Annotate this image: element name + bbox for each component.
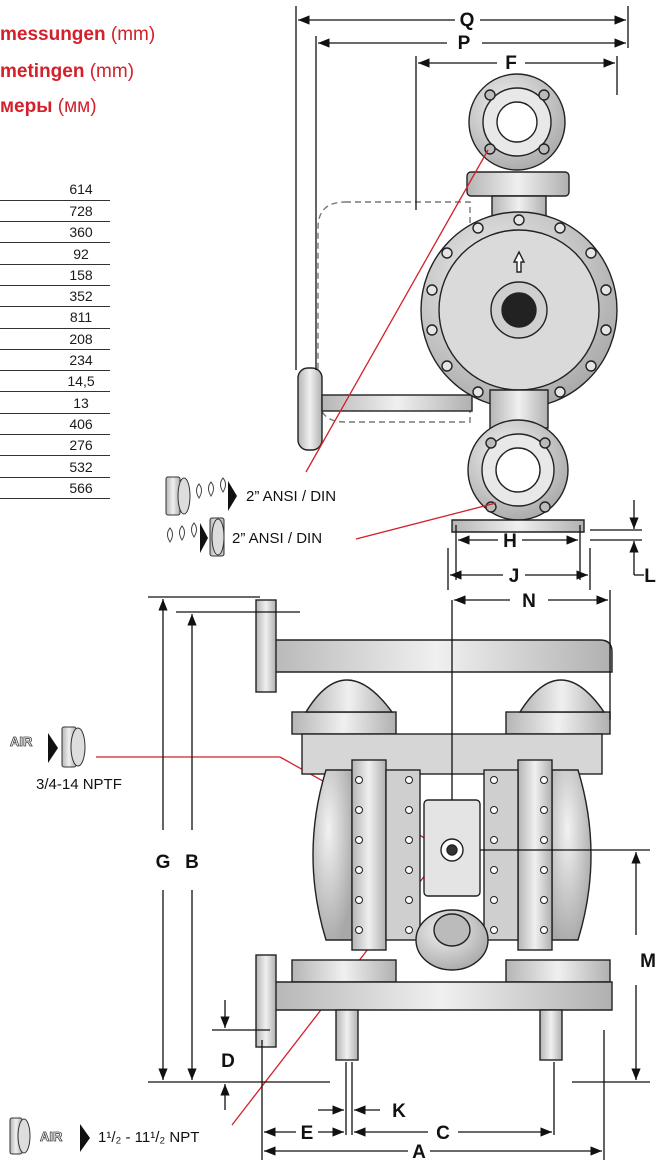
title-german-text: messungen bbox=[0, 24, 106, 45]
dim-label-d: D bbox=[221, 1051, 235, 1072]
side-view bbox=[297, 73, 618, 533]
right-housing bbox=[551, 769, 592, 941]
dim-label-b: B bbox=[185, 852, 199, 873]
title-dutch-text: metingen bbox=[0, 61, 85, 82]
table-row: 360 bbox=[0, 221, 110, 244]
title-german-unit: (mm) bbox=[105, 24, 156, 45]
air-exhaust-label: 1¹/₂ - 11¹/₂ NPT bbox=[98, 1129, 199, 1146]
air-inlet-air-text: AIR bbox=[10, 734, 33, 749]
air-inlet-label: 3/4-14 NPTF bbox=[36, 776, 122, 793]
inlet-port-label: 2” ANSI / DIN bbox=[246, 488, 336, 505]
dim-label-e: E bbox=[301, 1123, 314, 1144]
table-row: 406 bbox=[0, 413, 110, 436]
dimension-value: 208 bbox=[0, 328, 110, 350]
dimension-value: 92 bbox=[0, 242, 110, 265]
dim-label-c: C bbox=[436, 1123, 450, 1144]
title-dutch: metingen (mm) bbox=[0, 61, 134, 83]
table-row: 208 bbox=[0, 328, 110, 350]
dim-label-a: A bbox=[412, 1142, 426, 1162]
air-exhaust-air-text: AIR bbox=[40, 1129, 63, 1144]
dimension-value: 532 bbox=[0, 455, 110, 478]
table-row: 234 bbox=[0, 349, 110, 372]
dim-label-f: F bbox=[505, 53, 517, 74]
title-german: messungen (mm) bbox=[0, 24, 155, 46]
air-exhaust-symbol: AIR bbox=[9, 1117, 90, 1155]
housing-bolts bbox=[426, 214, 612, 398]
front-top-manifold bbox=[261, 639, 613, 673]
dim-label-h: H bbox=[503, 531, 517, 552]
dimension-value: 406 bbox=[0, 413, 110, 436]
dimension-value: 566 bbox=[0, 477, 110, 499]
front-view bbox=[255, 599, 613, 1061]
dimension-value: 158 bbox=[0, 264, 110, 286]
dimension-value: 360 bbox=[0, 221, 110, 244]
dim-label-k: K bbox=[392, 1101, 406, 1122]
left-housing bbox=[312, 769, 353, 941]
dimension-table: 614 728 360 92 158 352 811 208 234 14,5 … bbox=[0, 179, 110, 499]
dimension-value: 811 bbox=[0, 306, 110, 329]
base-feet bbox=[451, 519, 585, 533]
table-row: 92 bbox=[0, 242, 110, 265]
dimension-value: 614 bbox=[0, 179, 110, 201]
table-row: 614 bbox=[0, 179, 110, 201]
table-row: 14,5 bbox=[0, 370, 110, 393]
table-row: 566 bbox=[0, 477, 110, 499]
table-row: 728 bbox=[0, 200, 110, 223]
front-bolts bbox=[355, 776, 548, 934]
dimension-value: 276 bbox=[0, 434, 110, 457]
table-row: 532 bbox=[0, 455, 110, 478]
dim-label-g: G bbox=[156, 852, 171, 873]
dimension-value: 728 bbox=[0, 200, 110, 223]
dim-label-q: Q bbox=[460, 10, 475, 31]
dimension-value: 14,5 bbox=[0, 370, 110, 393]
dim-label-j: J bbox=[509, 566, 520, 587]
title-russian: меры (мм) bbox=[0, 96, 97, 118]
table-row: 276 bbox=[0, 434, 110, 457]
outlet-port-label: 2” ANSI / DIN bbox=[232, 530, 322, 547]
muffler bbox=[297, 367, 323, 451]
side-dimension-lines bbox=[295, 6, 644, 590]
top-manifold bbox=[466, 171, 570, 197]
outlet-port-symbol bbox=[167, 517, 225, 557]
dim-label-m: M bbox=[640, 951, 656, 972]
dimension-value: 13 bbox=[0, 391, 110, 414]
dim-label-l: L bbox=[644, 566, 656, 587]
table-row: 352 bbox=[0, 285, 110, 308]
inlet-port-symbol bbox=[165, 476, 237, 516]
dimension-value: 234 bbox=[0, 349, 110, 372]
muffler-stem bbox=[321, 394, 473, 412]
air-inlet-symbol: AIR bbox=[10, 726, 86, 768]
dim-label-n: N bbox=[522, 591, 536, 612]
title-russian-text: меры bbox=[0, 96, 53, 117]
table-row: 811 bbox=[0, 306, 110, 329]
front-bottom-manifold bbox=[269, 981, 613, 1011]
title-dutch-unit: (mm) bbox=[84, 61, 135, 82]
title-russian-unit: (мм) bbox=[52, 96, 97, 117]
dim-label-p: P bbox=[458, 33, 471, 54]
dimension-value: 352 bbox=[0, 285, 110, 308]
table-row: 158 bbox=[0, 264, 110, 286]
front-dimension-lines bbox=[148, 590, 650, 1160]
table-row: 13 bbox=[0, 391, 110, 414]
